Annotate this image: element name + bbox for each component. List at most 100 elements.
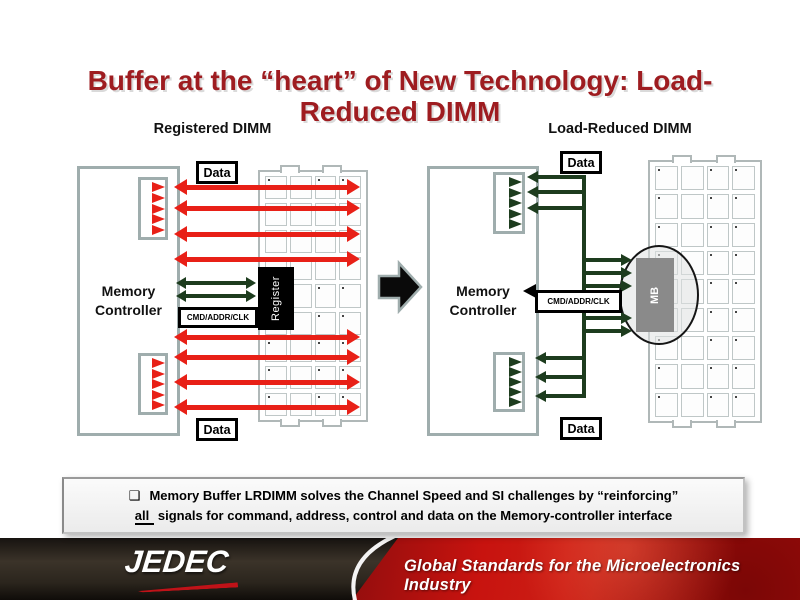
left-top-connector xyxy=(138,177,168,240)
bus-to-controller-arrow-line xyxy=(536,206,586,210)
data-lane-arrow-line xyxy=(185,334,349,340)
bus-to-mb-arrow-head-right xyxy=(621,267,632,279)
dram-cell xyxy=(680,222,704,247)
dram-cell xyxy=(732,392,755,417)
data-lane-arrow-head-right xyxy=(347,349,360,365)
module-notch xyxy=(672,420,692,428)
left-bottom-connector xyxy=(138,353,168,415)
dram-cell xyxy=(706,364,730,389)
module-notch xyxy=(280,419,300,427)
cmd-lane-arrow xyxy=(176,277,256,289)
page-title-line2: Reduced DIMM xyxy=(299,95,501,127)
callout-line2-text: signals for command, address, control an… xyxy=(154,507,673,523)
right-cmd-addr-clk-label: CMD/ADDR/CLK xyxy=(535,290,622,313)
connector-pin-icon xyxy=(509,208,522,219)
callout-emph-all: all xyxy=(134,507,155,525)
connector-pin-icon xyxy=(152,400,165,410)
data-lane-arrow xyxy=(174,251,360,267)
cmd-lane-arrow-head-right xyxy=(246,277,256,289)
dram-cell xyxy=(655,364,678,389)
dram-cell xyxy=(732,194,755,219)
dram-cell xyxy=(314,392,337,416)
data-lane-arrow-head-left xyxy=(174,179,187,195)
connector-pin-icon xyxy=(152,182,165,192)
bus-to-controller-arrow-head-left xyxy=(535,390,546,402)
data-lane-arrow-line xyxy=(185,205,349,211)
bus-to-controller-arrow xyxy=(535,390,586,402)
connector-pin-icon xyxy=(152,368,165,379)
data-lane-arrow-head-right xyxy=(347,251,360,267)
data-lane-arrow xyxy=(174,200,360,216)
footer-red-band xyxy=(352,538,800,600)
right-cmd-addr-clk-text: CMD/ADDR/CLK xyxy=(547,297,610,306)
left-data-label-bottom-text: Data xyxy=(203,422,231,437)
right-memory-controller-label: Memory Controller xyxy=(449,283,517,318)
data-lane-arrow-head-right xyxy=(347,329,360,345)
data-lane-arrow-line xyxy=(185,231,349,237)
bus-to-mb-arrow-line xyxy=(584,284,623,288)
bus-to-mb-arrow xyxy=(584,254,632,266)
bus-to-controller-arrow xyxy=(527,186,586,198)
bus-to-controller-arrow xyxy=(527,171,586,183)
dram-cell xyxy=(655,166,678,191)
bus-to-mb-arrow-line xyxy=(584,329,623,333)
module-notch xyxy=(672,155,692,163)
bus-to-controller-arrow xyxy=(535,371,586,383)
right-data-label-bottom: Data xyxy=(560,417,602,440)
module-notch xyxy=(322,419,342,427)
connector-pin-icon xyxy=(152,203,165,214)
dram-cell xyxy=(680,364,704,389)
register-label: Register xyxy=(270,276,282,321)
bus-to-mb-arrow-head-right xyxy=(621,325,632,337)
footer-bar: JEDEC Global Standards for the Microelec… xyxy=(0,538,800,600)
bus-to-mb-arrow-head-right xyxy=(621,254,632,266)
bus-to-mb-arrow xyxy=(584,325,632,337)
dram-cell xyxy=(680,392,704,417)
dram-cell xyxy=(680,336,704,361)
dram-cell xyxy=(680,194,704,219)
load-reduced-dimm-heading: Load-Reduced DIMM xyxy=(548,121,692,137)
data-lane-arrow-head-right xyxy=(347,374,360,390)
dram-cell xyxy=(265,392,287,416)
connector-pin-icon xyxy=(152,192,165,203)
cmd-arrowhead-icon xyxy=(523,284,536,298)
dram-cell xyxy=(314,284,337,308)
module-notch xyxy=(716,420,736,428)
connector-pin-icon xyxy=(509,177,522,187)
connector-pin-icon xyxy=(152,379,165,389)
data-lane-arrow-head-left xyxy=(174,226,187,242)
dram-cell xyxy=(732,279,755,304)
bus-to-controller-arrow xyxy=(535,352,586,364)
bus-to-mb-arrow-line xyxy=(584,316,623,320)
dram-cell xyxy=(655,392,678,417)
data-lane-arrow-head-right xyxy=(347,226,360,242)
connector-pin-icon xyxy=(509,187,522,198)
cmd-lane-arrow-head-right xyxy=(246,290,256,302)
callout-line2: all signals for command, address, contro… xyxy=(64,506,743,526)
data-lane-arrow-line xyxy=(185,354,349,360)
left-memory-controller-label: Memory Controller xyxy=(95,283,162,318)
connector-pin-icon xyxy=(509,219,522,229)
data-lane-arrow-head-left xyxy=(174,374,187,390)
left-cmd-addr-clk-label: CMD/ADDR/CLK xyxy=(178,307,258,328)
bus-to-controller-arrow-line xyxy=(536,175,586,179)
data-lane-arrow xyxy=(174,349,360,365)
dram-cell xyxy=(706,251,730,276)
bus-to-controller-arrow-head-left xyxy=(527,186,538,198)
register-buffer-box: Register xyxy=(258,267,294,330)
left-data-label-top: Data xyxy=(196,161,238,184)
dram-cell xyxy=(655,194,678,219)
right-top-connector xyxy=(493,172,525,234)
bus-to-mb-arrow-head-right xyxy=(621,312,632,324)
bus-to-controller-arrow-head-left xyxy=(527,202,538,214)
dram-cell xyxy=(732,251,755,276)
bus-to-controller-arrow-head-left xyxy=(535,371,546,383)
connector-pin-icon xyxy=(509,377,522,387)
dram-cell xyxy=(706,166,730,191)
connector-pin-icon xyxy=(152,214,165,225)
connector-pin-icon xyxy=(152,389,165,400)
bus-to-mb-arrow xyxy=(584,280,632,292)
connector-pin-icon xyxy=(509,387,522,397)
data-lane-arrow xyxy=(174,179,360,195)
right-data-label-bottom-text: Data xyxy=(567,421,595,436)
